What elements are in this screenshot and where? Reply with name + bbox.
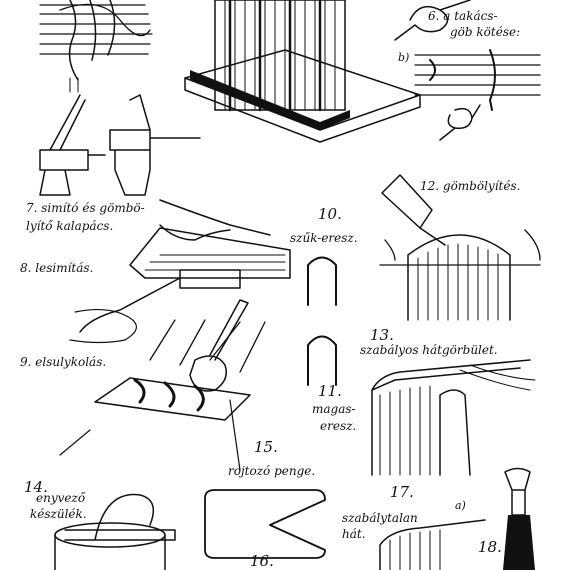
caption-fig6: 6. a takács- — [428, 9, 498, 23]
caption-fig10: szűk-eresz. — [290, 231, 358, 245]
caption-fig7a: 7. simító és gömbö- — [26, 201, 145, 215]
caption-fig18-sub-a: a) — [455, 499, 466, 512]
fig9-hammering-drawing — [59, 299, 266, 471]
caption-fig7b: lyítő kalapács. — [26, 219, 114, 233]
fig11-tall-spine-drawing — [307, 335, 337, 386]
caption-fig10-num: 10. — [318, 205, 342, 223]
caption-fig17-num: 17. — [390, 483, 414, 501]
fig8-smoothing-drawing — [69, 199, 291, 344]
fig14-glue-pot-drawing — [54, 493, 176, 570]
fig7-hammers-drawing — [39, 94, 201, 196]
caption-fig12: 12. gömbölyítés. — [420, 179, 521, 193]
fig12-rounding-drawing — [379, 174, 541, 321]
caption-fig9: 9. elsulykolás. — [20, 355, 107, 369]
caption-fig8: 8. lesimítás. — [20, 261, 94, 275]
fig17-irregular-spine-drawing — [379, 519, 486, 570]
caption-fig11-num: 11. — [318, 382, 342, 400]
fig10-narrow-spine-drawing — [307, 256, 337, 306]
caption-fig18-num: 18. — [478, 538, 502, 556]
fig15-fraying-blade-drawing — [204, 489, 326, 559]
fig18-tool-drawing — [503, 467, 535, 570]
caption-fig6b: göb kötése: — [450, 25, 521, 39]
fig-sewing-threads-drawing — [39, 0, 153, 93]
caption-fig11b: eresz. — [320, 419, 357, 433]
caption-fig11a: magas- — [312, 402, 356, 416]
caption-fig17b: hát. — [342, 527, 366, 541]
caption-fig15: rojtozó penge. — [228, 464, 316, 478]
caption-fig14a: enyvező — [36, 491, 86, 505]
fig13-regular-spine-drawing — [371, 359, 536, 476]
caption-fig15-num: 15. — [254, 438, 278, 456]
caption-fig6-sub-b: b) — [398, 51, 410, 64]
caption-fig14b: készülék. — [30, 507, 87, 521]
fig6-weavers-knot-drawing — [394, 0, 541, 141]
caption-fig13: szabályos hátgörbület. — [360, 343, 498, 357]
caption-fig13-num: 13. — [370, 326, 394, 344]
caption-fig17a: szabálytalan — [342, 511, 418, 525]
caption-fig16-num: 16. — [250, 552, 274, 570]
fig-book-press-drawing — [184, 0, 421, 143]
caption-fig14-num: 14. — [24, 478, 48, 496]
